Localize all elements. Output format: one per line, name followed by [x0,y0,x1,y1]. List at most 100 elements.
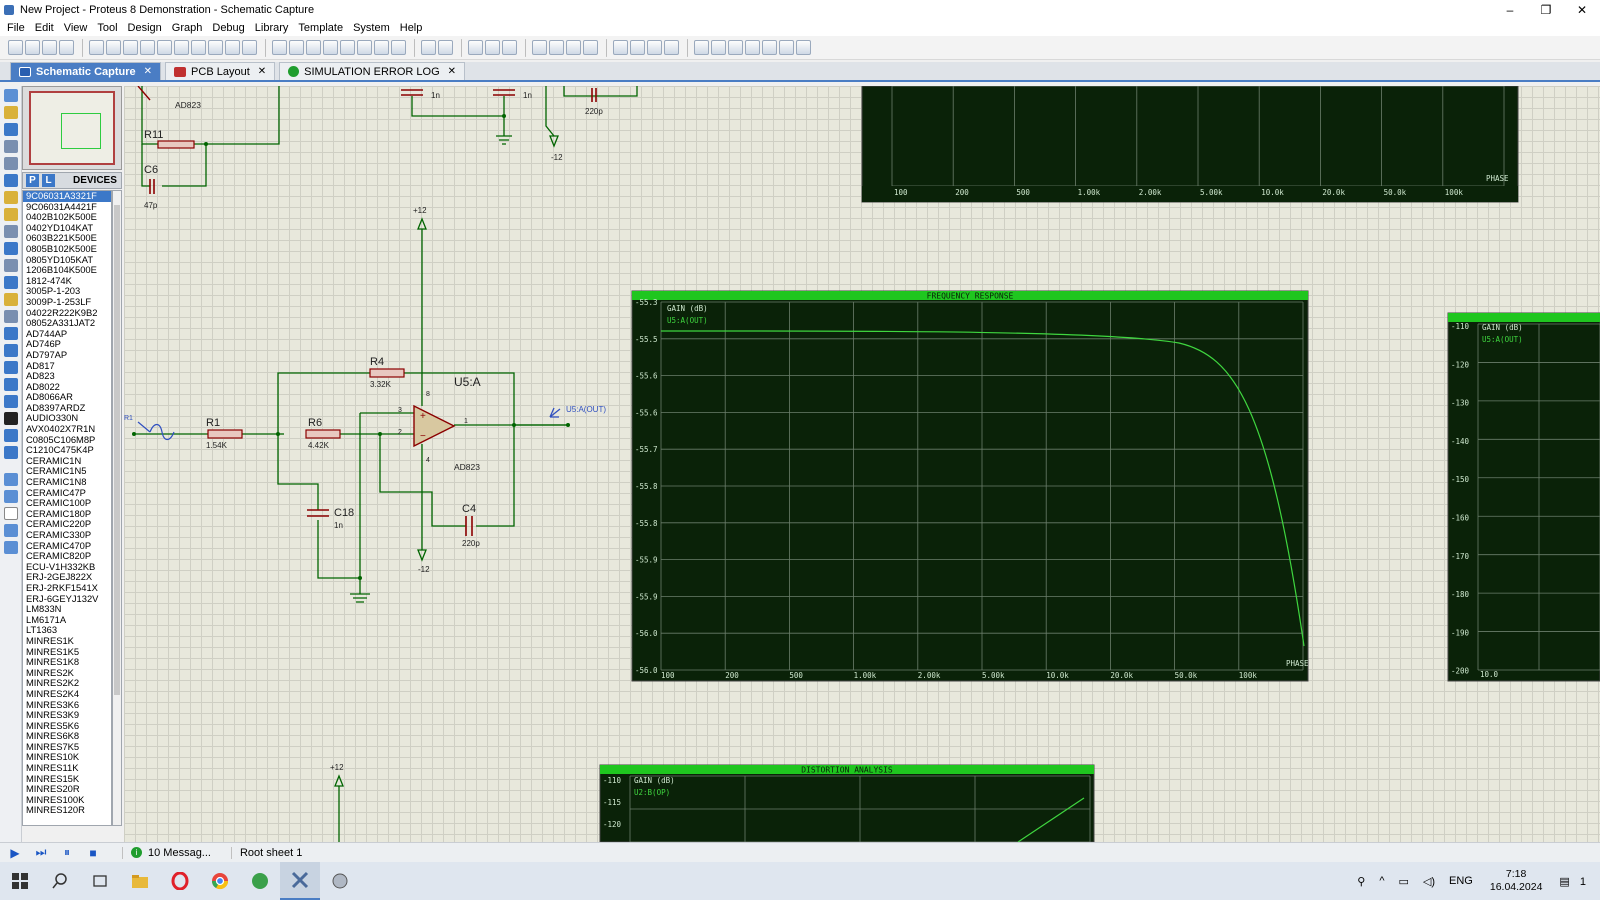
dist-graph-title-bar[interactable] [600,765,1094,774]
device-list-item[interactable]: C0805C106M8P [26,434,96,445]
device-list-item[interactable]: MINRES20R [26,784,80,795]
block-move-icon[interactable] [549,40,564,55]
menu-help[interactable]: Help [399,22,423,34]
freq-graph-title-bar[interactable] [632,291,1308,300]
line-icon[interactable] [4,327,18,340]
device-list-item[interactable]: 0402B102K500E [26,212,97,223]
rotation-angle-field[interactable] [4,507,18,520]
network-icon[interactable]: ▭ [1398,875,1409,888]
device-list-item[interactable]: ECU-V1H332KB [26,561,96,572]
block-rotate-icon[interactable] [566,40,581,55]
device-list-item[interactable]: AVX0402X7R1N [26,424,96,435]
device-list-item[interactable]: CERAMIC220P [26,519,92,530]
signal-source[interactable]: R1 [124,415,175,441]
menu-design[interactable]: Design [127,22,162,34]
device-list-item[interactable]: 04022R222K9B2 [26,307,98,318]
pick-devices-button[interactable]: P [26,174,39,187]
circle-icon[interactable] [4,361,18,374]
close-tab-icon[interactable]: ✕ [143,66,153,77]
exit-to-parent-icon[interactable] [779,40,794,55]
opamp-u5a[interactable]: + − 3 2 1 8 4 U5:A AD823 [398,375,481,472]
device-list-item[interactable]: MINRES1K8 [26,657,80,668]
selection-mode-icon[interactable] [4,89,18,102]
menu-view[interactable]: View [63,22,88,34]
zoom-all-icon[interactable] [374,40,389,55]
refresh-icon[interactable] [272,40,287,55]
minimize-button[interactable]: – [1506,3,1514,17]
device-list-item[interactable]: 1206B104K500E [26,265,97,276]
resistor-r4[interactable]: R4 3.32K [369,356,405,389]
device-list-item[interactable]: MINRES2K2 [26,678,80,689]
pcb-icon[interactable] [123,40,138,55]
zoom-area-icon[interactable] [391,40,406,55]
menu-template[interactable]: Template [298,22,344,34]
device-list-item[interactable]: MINRES120R [26,805,85,816]
device-list-item[interactable]: MINRES100K [26,794,85,805]
property-tool-icon[interactable] [728,40,743,55]
scrollbar-thumb[interactable] [114,205,120,695]
tab-schematic-capture[interactable]: Schematic Capture ✕ [10,62,162,80]
tab-pcb-layout[interactable]: PCB Layout ✕ [165,62,276,80]
capacitor-top-3[interactable]: 220p [585,88,603,116]
schematic-canvas[interactable]: AD823 R11 C6 47p 1n 1n 220p -12 [124,86,1600,842]
library-manager-button[interactable]: L [42,174,55,187]
device-list-item[interactable]: AD8022 [26,381,60,392]
device-list-item[interactable]: 1812-474K [26,275,72,286]
device-list-item[interactable]: MINRES11K [26,763,79,774]
device-list-item[interactable]: AD797AP [26,349,68,360]
simulator-icon[interactable] [320,862,360,900]
bom-icon[interactable] [174,40,189,55]
capacitor-top-1[interactable]: 1n [401,89,440,100]
capacitor-c6[interactable]: C6 47p [144,164,158,210]
search-icon[interactable] [40,862,80,900]
open-file-icon[interactable] [25,40,40,55]
path-icon[interactable] [4,395,18,408]
wire-label-icon[interactable] [4,140,18,153]
close-tab-icon[interactable]: ✕ [257,66,267,77]
device-list-item[interactable]: MINRES1K5 [26,646,80,657]
virtual-instruments-icon[interactable] [4,310,18,323]
device-list-item[interactable]: MINRES15K [26,773,80,784]
device-list-item[interactable]: MINRES1K [26,635,74,646]
menu-tool[interactable]: Tool [97,22,118,34]
component-mode-icon[interactable] [4,106,18,119]
device-list-item[interactable]: 3005P-1-203 [26,286,81,297]
messages-indicator[interactable]: i 10 Messag... [122,846,211,859]
3d-view-icon[interactable] [157,40,172,55]
graph-mode-icon[interactable] [4,242,18,255]
device-list-scrollbar[interactable] [112,190,122,826]
voltage-probe-icon[interactable] [4,293,18,306]
device-list-item[interactable]: CERAMIC1N5 [26,466,87,477]
decompose-icon[interactable] [664,40,679,55]
start-button[interactable] [0,862,40,900]
subcircuit-icon[interactable] [4,191,18,204]
rotate-clockwise-icon[interactable] [4,473,18,486]
menu-graph[interactable]: Graph [171,22,203,34]
device-list-item[interactable]: MINRES10K [26,752,80,763]
menu-file[interactable]: File [7,22,25,34]
zoom-in-icon[interactable] [340,40,355,55]
new-sheet-icon[interactable] [745,40,760,55]
device-list-item[interactable]: 0805YD105KAT [26,254,94,265]
erc-report-icon[interactable] [796,40,811,55]
device-list-item[interactable]: MINRES6K8 [26,731,80,742]
save-icon[interactable] [42,40,57,55]
device-list-item[interactable]: MINRES3K6 [26,699,80,710]
overview-viewport[interactable] [61,113,101,149]
box-icon[interactable] [4,344,18,357]
menu-system[interactable]: System [353,22,390,34]
resistor-r11[interactable]: R11 [144,129,195,149]
device-list-item[interactable]: CERAMIC1N [26,455,82,466]
device-list-item[interactable]: CERAMIC47P [26,487,86,498]
device-list-item[interactable]: AD8066AR [26,392,73,403]
search-tag-icon[interactable] [711,40,726,55]
device-list-item[interactable]: MINRES5K6 [26,720,80,731]
file-explorer-icon[interactable] [120,862,160,900]
proteus-isis-icon[interactable] [280,862,320,900]
wire-autorouter-icon[interactable] [694,40,709,55]
device-list-item[interactable]: CERAMIC100P [26,498,92,509]
zoom-out-icon[interactable] [357,40,372,55]
symbol-icon[interactable] [4,429,18,442]
device-list-item[interactable]: MINRES2K [26,667,74,678]
